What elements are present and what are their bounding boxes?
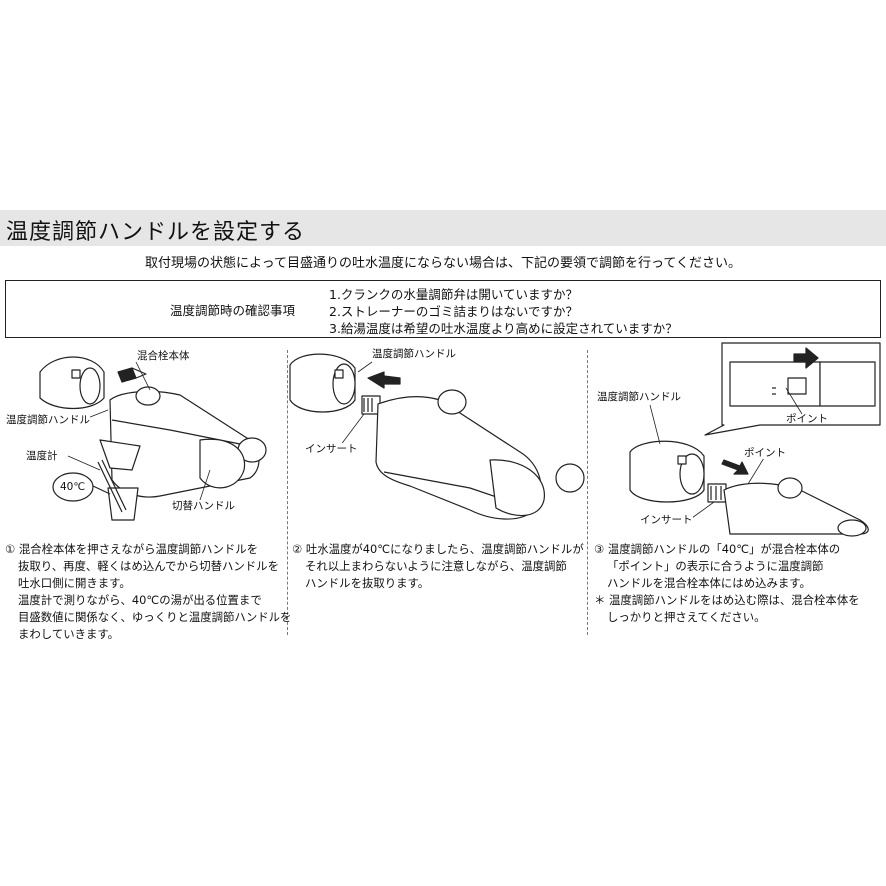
- faucet-figure-1: [39, 356, 267, 521]
- step-line: ハンドルを抜取ります。: [305, 576, 430, 590]
- step-line: 温度計で測りながら、40℃の湯が出る位置まで: [18, 593, 262, 607]
- label-mixer-body: 混合栓本体: [137, 350, 190, 362]
- checklist-label: 温度調節時の確認事項: [170, 303, 296, 318]
- label-point-zoom: ポイント: [786, 413, 828, 425]
- label-temp-handle: 温度調節ハンドル: [597, 391, 681, 403]
- label-temp-handle: 温度調節ハンドル: [6, 414, 90, 426]
- label-40c: 40℃: [60, 481, 86, 493]
- step-line: それ以上まわらないように注意しながら、温度調節: [305, 559, 567, 573]
- step-3: ③ 温度調節ハンドルの「40℃」が混合栓本体の 「ポイント」の表示に合うように温…: [594, 541, 860, 626]
- step-line: まわしていきます。: [18, 627, 120, 641]
- step-line: ② 吐水温度が40℃になりましたら、温度調節ハンドルが: [292, 542, 584, 556]
- label-thermometer: 温度計: [26, 450, 58, 462]
- step-line: ① 混合栓本体を押さえながら温度調節ハンドルを: [5, 542, 259, 556]
- step-line: ハンドルを混合栓本体にはめ込みます。: [607, 576, 811, 590]
- step-line: しっかりと押さえてください。: [607, 610, 766, 624]
- label-insert: インサート: [640, 514, 693, 526]
- page-title: 温度調節ハンドルを設定する: [6, 220, 306, 245]
- step-2: ② 吐水温度が40℃になりましたら、温度調節ハンドルが それ以上まわらないように…: [292, 541, 584, 592]
- panel-divider: [287, 350, 288, 635]
- checklist-item: 2.ストレーナーのゴミ詰まりはないですか？: [329, 304, 579, 319]
- step-line: ③ 温度調節ハンドルの「40℃」が混合栓本体の: [594, 542, 841, 556]
- faucet-figure-3: [629, 342, 881, 537]
- step-line: 目盛数値に関係なく、ゆっくりと温度調節ハンドルを: [18, 610, 292, 624]
- label-insert: インサート: [305, 443, 358, 455]
- step-line: 抜取り、再度、軽くはめ込んでから切替ハンドルを: [18, 559, 279, 573]
- label-switch-handle: 切替ハンドル: [172, 500, 235, 512]
- label-temp-handle: 温度調節ハンドル: [372, 348, 456, 360]
- step-1: ① 混合栓本体を押さえながら温度調節ハンドルを 抜取り、再度、軽くはめ込んでから…: [5, 541, 291, 643]
- step-line: 吐水口側に開きます。: [18, 576, 131, 590]
- faucet-figure-2: [289, 353, 585, 520]
- step-line: 「ポイント」の表示に合うように温度調節: [607, 559, 824, 573]
- checklist-item: 1.クランクの水量調節弁は開いていますか？: [329, 287, 579, 302]
- panel-divider: [587, 350, 588, 635]
- title-bar: [0, 210, 886, 246]
- checklist-item: 3.給湯温度は希望の吐水温度より高めに設定されていますか？: [329, 321, 678, 336]
- label-point: ポイント: [744, 447, 786, 459]
- checklist-box: [5, 280, 881, 338]
- intro-text: 取付現場の状態によって目盛通りの吐水温度にならない場合は、下記の要領で調節を行っ…: [145, 256, 741, 271]
- step-note: ＊ 温度調節ハンドルをはめ込む際は、混合栓本体を: [594, 593, 860, 607]
